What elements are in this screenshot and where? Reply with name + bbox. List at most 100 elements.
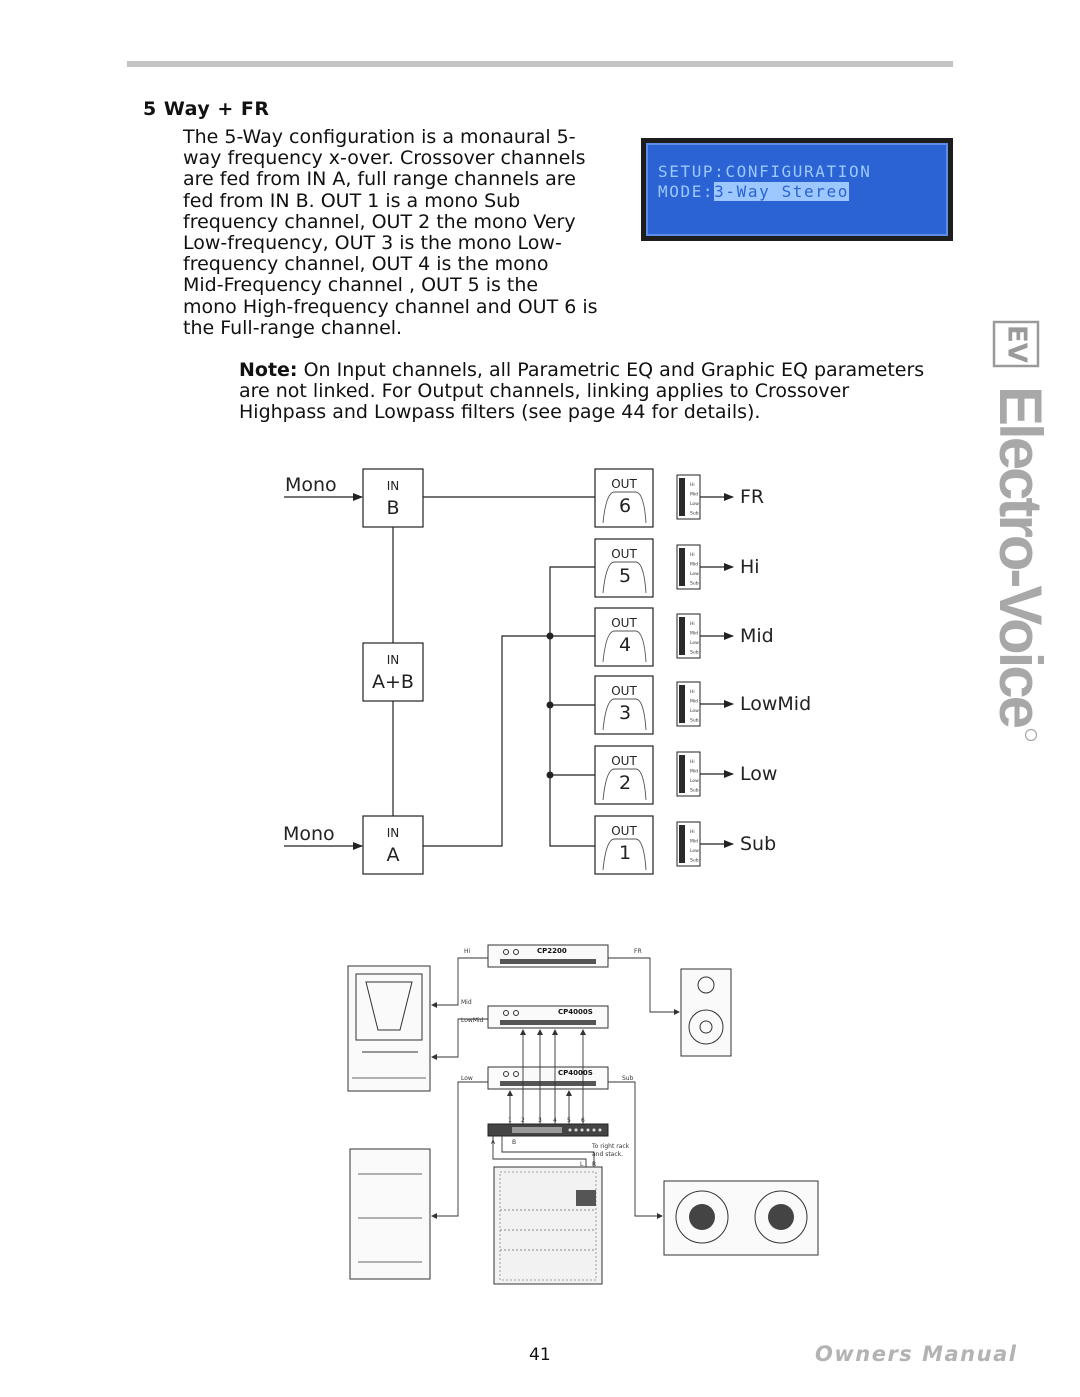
rack-label-l: L [580, 1161, 584, 1168]
rack-label-lowmid: LowMid [461, 1017, 484, 1024]
full-range-speaker [680, 968, 732, 1057]
output-box-frame [594, 815, 654, 875]
level-meter-bar [679, 685, 685, 723]
rack-labels: Hi FR Mid LowMid Low Sub A B L R To righ… [461, 948, 642, 1168]
lcd-mode-label: MODE: [658, 182, 715, 201]
section-heading: 5 Way + FR [143, 98, 270, 120]
paragraph-line: way frequency x-over. Crossover channels [183, 147, 586, 170]
paragraph-line: the Full-range channel. [183, 316, 403, 339]
amp-model-label: CP4000S [558, 1069, 593, 1077]
filter-curve-icon [602, 698, 647, 731]
meter-scale-label: Hi [690, 759, 695, 765]
source-label: Mono [285, 474, 337, 496]
output-band-label: Sub [740, 833, 776, 855]
ev-badge-text: EV [1002, 325, 1032, 363]
input-box-frame [362, 642, 424, 702]
level-meter-bar [679, 478, 685, 516]
page-number: 41 [529, 1345, 551, 1365]
meter-scale-label: Low [690, 848, 699, 854]
ev-badge-icon [992, 320, 1040, 368]
meter-scale-label: Sub [690, 581, 699, 587]
meter-scale-label: Low [690, 708, 699, 714]
rack-label-b: B [512, 1139, 516, 1146]
output-box-label: OUT [611, 684, 637, 698]
input-box-name: A [387, 844, 400, 866]
meter-scale-label: Low [690, 778, 699, 784]
note-block: Note: On Input channels, all Parametric … [239, 359, 959, 424]
lcd-screen: SETUP:CONFIGURATION MODE:3-Way Stereo [646, 143, 948, 236]
input-box-label: IN [387, 826, 400, 840]
meter-scale-label: Sub [690, 650, 699, 656]
meter-scale-label: Mid [690, 769, 698, 775]
lcd-line-1: SETUP:CONFIGURATION [658, 162, 872, 181]
lcd-line-2: MODE:3-Way Stereo [658, 182, 849, 201]
filter-curve-icon [602, 838, 647, 871]
output-box-label: OUT [611, 616, 637, 630]
output-channels: OUT6HiMidLowSubFROUT5HiMidLowSubHiOUT4Hi… [594, 468, 811, 875]
meter-scale-label: Hi [690, 689, 695, 695]
meter-scale-label: Sub [690, 858, 699, 864]
amp-model-label: CP2200 [537, 947, 567, 955]
meter-scale-label: Hi [690, 621, 695, 627]
output-band-label: Mid [740, 625, 774, 647]
output-box-frame [594, 468, 654, 528]
meter-scale-label: Low [690, 571, 699, 577]
meter-scale-label: Low [690, 640, 699, 646]
input-box-frame [362, 468, 424, 528]
connection-lines [284, 493, 595, 850]
lcd-display: SETUP:CONFIGURATION MODE:3-Way Stereo [641, 138, 953, 241]
output-band-label: LowMid [740, 693, 811, 715]
level-meter-bar [679, 825, 685, 863]
input-box-name: A+B [372, 671, 414, 693]
input-channel-box: IN A+B [362, 642, 424, 702]
rack-label-fr: FR [634, 948, 642, 955]
meter-scale-label: Sub [690, 511, 699, 517]
paragraph-line: Low-frequency, OUT 3 is the mono Low- [183, 232, 562, 255]
meter-scale-label: Sub [690, 718, 699, 724]
output-box-label: OUT [611, 754, 637, 768]
amp-model-label: CP4000S [558, 1008, 593, 1016]
output-box-number: 4 [619, 634, 631, 656]
description-paragraph: The 5-Way configuration is a monaural 5-… [183, 126, 623, 339]
paragraph-line: mono High-frequency channel and OUT 6 is [183, 295, 598, 318]
rack-wiring [431, 957, 680, 1219]
output-box-number: 2 [619, 772, 631, 794]
output-band-label: FR [740, 486, 764, 508]
meter-scale-label: Hi [690, 829, 695, 835]
output-band-label: Low [740, 763, 777, 785]
brand-wordmark: Electro-Voice [987, 386, 1045, 728]
output-box-frame [594, 675, 654, 735]
output-box-number: 6 [619, 495, 631, 517]
meter-scale-label: Low [690, 501, 699, 507]
sub-speaker-left [349, 1148, 431, 1280]
registered-mark-icon [1024, 728, 1038, 742]
crossover-processor [487, 1123, 609, 1137]
output-band-label: Hi [740, 556, 760, 578]
paragraph-line: Mid-Frequency channel , OUT 5 is the [183, 274, 539, 297]
amp-cp4000s-2: CP4000S [487, 1066, 609, 1090]
paragraph-line: are fed from IN A, full range channels a… [183, 168, 576, 191]
meter-scale-label: Hi [690, 482, 695, 488]
input-box-label: IN [387, 653, 400, 667]
note-text: On Input channels, all Parametric EQ and… [297, 359, 925, 381]
rack-note-line-1: To right rack [591, 1143, 630, 1150]
paragraph-line: The 5-Way configuration is a monaural 5- [183, 126, 576, 148]
output-box-label: OUT [611, 824, 637, 838]
paragraph-line: fed from IN B. OUT 1 is a mono Sub [183, 189, 521, 212]
output-box-number: 1 [619, 842, 631, 864]
meter-scale-label: Mid [690, 839, 698, 845]
rack-label-sub: Sub [622, 1075, 634, 1082]
level-meter-bar [679, 617, 685, 655]
meter-scale-label: Mid [690, 699, 698, 705]
source-label: Mono [283, 823, 335, 845]
output-box-number: 5 [619, 565, 631, 587]
level-meter-bar [679, 755, 685, 793]
